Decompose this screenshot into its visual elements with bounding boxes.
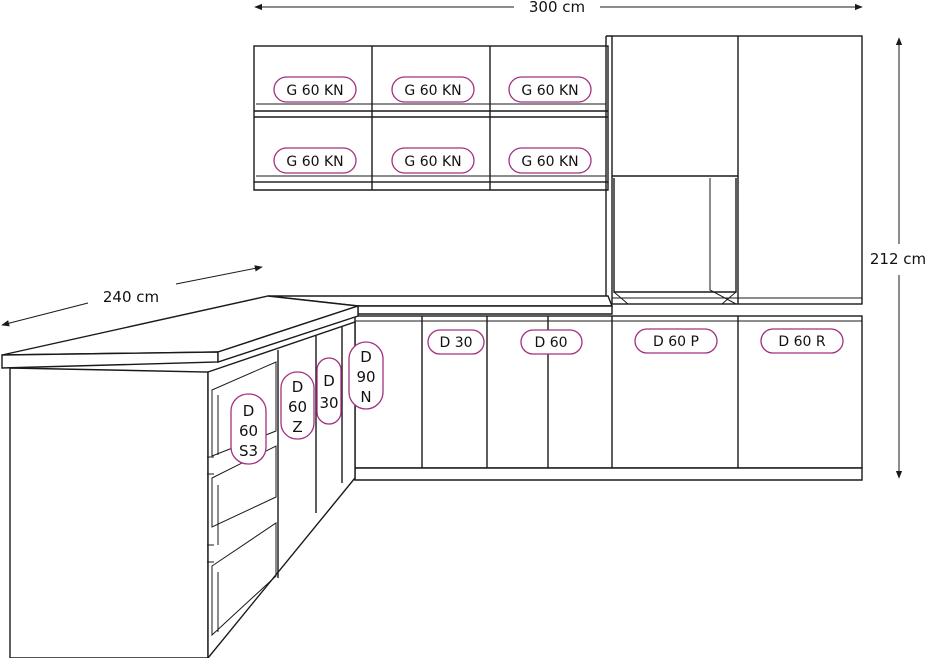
height-dimension-label: 212 cm	[870, 250, 926, 268]
svg-text:D 60: D 60	[534, 335, 567, 351]
depth-dimension: 240 cm	[1, 265, 263, 327]
width-dimension: 300 cm	[254, 0, 863, 16]
svg-text:60: 60	[288, 398, 307, 416]
svg-text:G 60 KN: G 60 KN	[521, 83, 578, 99]
width-dimension-label: 300 cm	[529, 0, 585, 16]
svg-text:D 60 P: D 60 P	[653, 334, 699, 350]
svg-text:60: 60	[239, 422, 258, 440]
wall-cabinet-label: G 60 KN	[391, 147, 475, 174]
base-cabinet-label: D 60	[520, 329, 583, 355]
svg-text:D 60 R: D 60 R	[778, 334, 825, 350]
base-cabinet-label: D 30	[427, 329, 485, 355]
svg-text:D: D	[243, 402, 255, 420]
svg-text:D: D	[323, 372, 335, 390]
wall-cabinet-label: G 60 KN	[508, 147, 592, 174]
svg-text:N: N	[360, 388, 371, 406]
wall-cabinet-label: G 60 KN	[273, 76, 357, 103]
svg-text:G 60 KN: G 60 KN	[404, 154, 461, 170]
base-cabinet-label: D 60 R	[760, 328, 844, 354]
svg-text:30: 30	[319, 394, 338, 412]
side-cabinet-label: D 90 N	[348, 341, 384, 410]
svg-text:D 30: D 30	[439, 335, 472, 351]
depth-dimension-label: 240 cm	[103, 288, 159, 306]
wall-cabinet-label: G 60 KN	[508, 76, 592, 103]
side-cabinet-label: D 60 Z	[280, 371, 315, 440]
svg-text:G 60 KN: G 60 KN	[286, 83, 343, 99]
height-dimension: 212 cm	[870, 37, 926, 479]
svg-text:D: D	[360, 348, 372, 366]
svg-text:G 60 KN: G 60 KN	[521, 154, 578, 170]
side-cabinet-label: D 60 S3	[230, 393, 267, 465]
svg-text:S3: S3	[239, 442, 258, 460]
base-cabinet-label: D 60 P	[634, 328, 718, 354]
wall-cabinet-label: G 60 KN	[273, 147, 357, 174]
svg-text:90: 90	[356, 368, 375, 386]
wall-cabinet-label: G 60 KN	[391, 76, 475, 103]
svg-text:G 60 KN: G 60 KN	[404, 83, 461, 99]
svg-text:G 60 KN: G 60 KN	[286, 154, 343, 170]
side-cabinet-label: D 30	[316, 357, 342, 425]
side-countertop	[1, 295, 359, 369]
svg-text:D: D	[292, 378, 304, 396]
tall-cabinets	[605, 35, 863, 305]
svg-text:Z: Z	[292, 418, 302, 436]
